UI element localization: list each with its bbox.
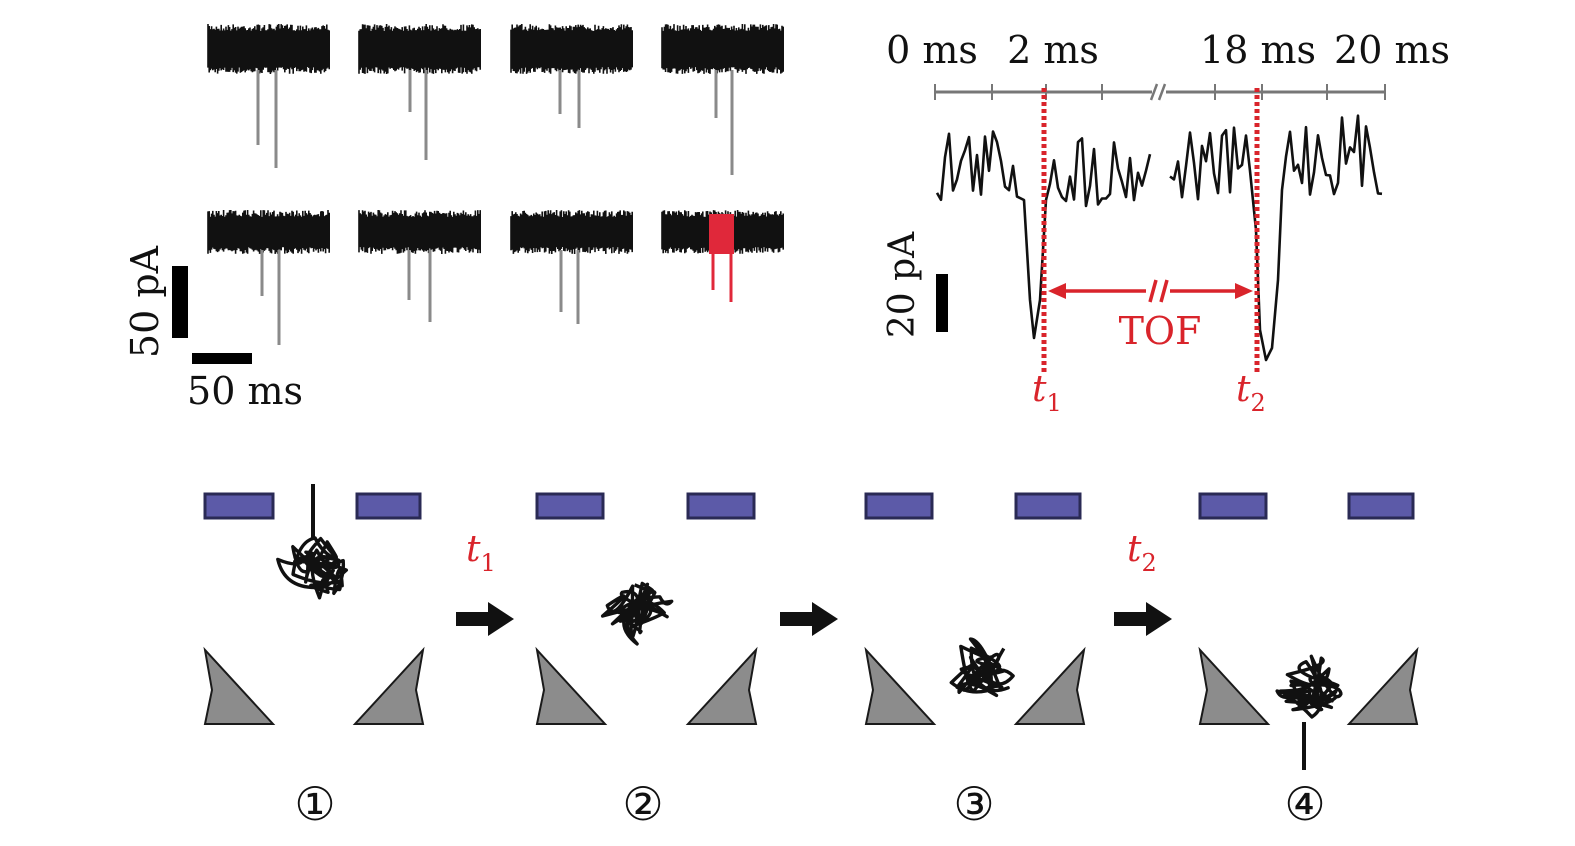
nanopore-wedge-left xyxy=(535,646,608,725)
stage-label-1: ① xyxy=(294,777,335,831)
noise-core xyxy=(662,32,784,66)
right-arrow-icon xyxy=(1114,602,1172,636)
pore-block xyxy=(1198,492,1268,520)
pore-block xyxy=(355,492,422,520)
nanopore-wedge-right xyxy=(1346,646,1419,725)
noise-core xyxy=(208,32,330,66)
scale-label-50ms: 50 ms xyxy=(187,369,303,413)
tof-label: TOF xyxy=(1119,309,1202,353)
current-trace xyxy=(358,210,481,322)
nanopore-wedge-left xyxy=(864,646,937,725)
polymer-coils xyxy=(276,536,1343,719)
tick-label-20ms: 20 ms xyxy=(1334,28,1450,72)
tof-trace-panel: 0 ms 2 ms 18 ms 20 ms TOF t1 t2 20 pA xyxy=(882,28,1450,417)
current-trace xyxy=(510,210,633,324)
arrow-label-t2: t2 xyxy=(1127,529,1157,577)
polymer-coil xyxy=(276,536,348,600)
tick-label-2ms: 2 ms xyxy=(1007,28,1099,72)
pore-block xyxy=(1347,492,1415,520)
nanopore-wedge-left xyxy=(1198,646,1271,725)
tof-current-trace-right xyxy=(1169,114,1383,362)
current-trace xyxy=(510,24,633,128)
polymer-coil xyxy=(600,581,674,646)
nanopore-wedges xyxy=(203,646,1419,725)
nanopore-wedge-right xyxy=(352,646,425,725)
noise-core xyxy=(359,32,481,66)
nanopore-wedge-right xyxy=(1013,646,1086,725)
tof-current-trace-left xyxy=(935,130,1152,340)
stage-label-3: ③ xyxy=(953,777,994,831)
stage-label-4: ④ xyxy=(1284,777,1325,831)
scale-label-50pA: 50 pA xyxy=(123,245,167,358)
current-trace-grid xyxy=(207,24,784,345)
tick-label-18ms: 18 ms xyxy=(1200,28,1316,72)
pore-block xyxy=(1014,492,1082,520)
nanopore-wedge-left xyxy=(203,646,276,725)
current-trace xyxy=(661,210,784,302)
current-trace xyxy=(661,24,784,175)
scale-bar-vertical-50pA xyxy=(172,266,188,338)
t1-label: t1 xyxy=(1032,369,1062,417)
noise-core xyxy=(208,218,330,246)
time-axis-minor-ticks xyxy=(934,84,1386,100)
tof-double-arrow xyxy=(1048,279,1253,303)
stage-label-2: ② xyxy=(622,777,663,831)
tick-label-0ms: 0 ms xyxy=(886,28,978,72)
pore-block xyxy=(203,492,275,520)
arrow-label-t1: t1 xyxy=(466,529,496,577)
current-trace xyxy=(207,210,330,345)
scale-bar-horizontal-50ms xyxy=(192,353,252,364)
right-arrow-icon xyxy=(456,602,514,636)
polymer-coil xyxy=(1275,654,1343,719)
pore-block xyxy=(535,492,605,520)
translocation-schematic: t1 t2 ① ② ③ ④ xyxy=(203,484,1419,831)
t2-label: t2 xyxy=(1236,369,1266,417)
noise-core xyxy=(359,218,481,246)
noise-core xyxy=(511,218,633,246)
right-arrow-icon xyxy=(780,602,838,636)
pore-membrane-blocks xyxy=(203,492,1415,520)
current-trace xyxy=(207,24,330,168)
highlighted-event xyxy=(709,214,734,254)
scale-label-20pA: 20 pA xyxy=(882,231,923,338)
axis-break-mark xyxy=(1149,83,1167,101)
current-trace xyxy=(358,24,481,160)
noise-core xyxy=(511,32,633,66)
pore-block xyxy=(864,492,934,520)
scale-bar-vertical-20pA xyxy=(936,274,948,332)
nanopore-wedge-right xyxy=(685,646,758,725)
polymer-coil xyxy=(949,637,1015,698)
pore-block xyxy=(686,492,756,520)
